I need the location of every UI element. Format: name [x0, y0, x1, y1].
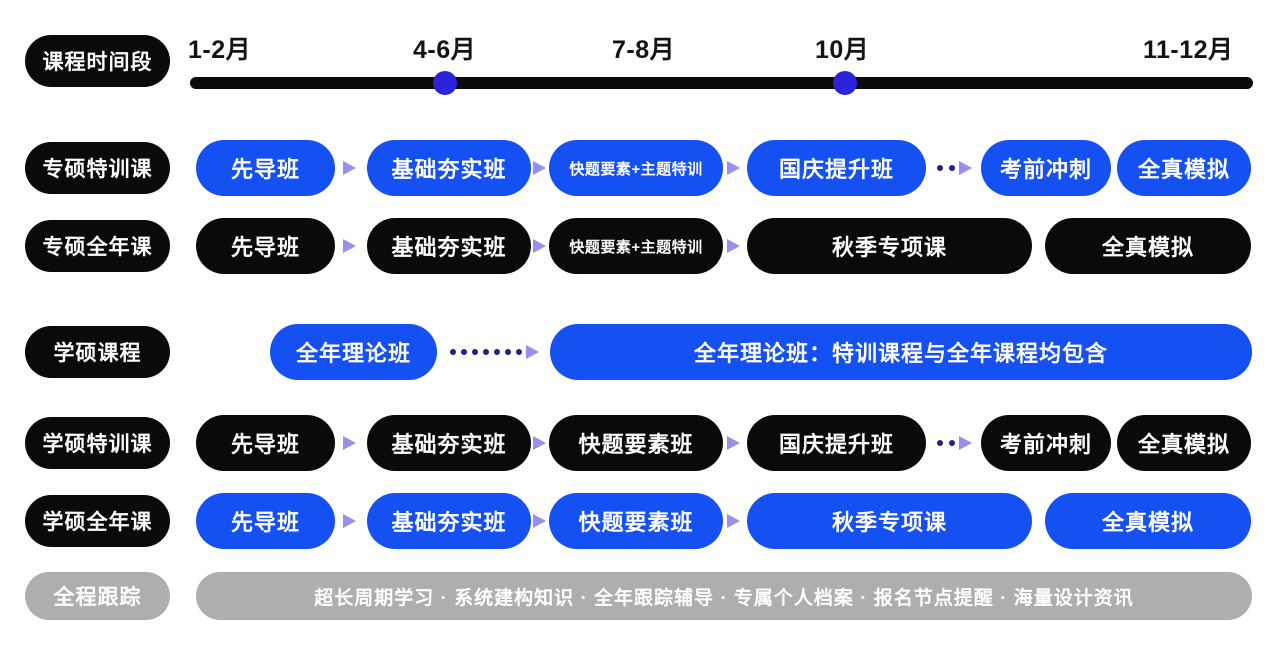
tracking-benefits-bar: 超长周期学习 · 系统建构知识 · 全年跟踪辅导 · 专属个人档案 · 报名节点… — [196, 572, 1252, 620]
dot-separator-icon — [937, 165, 943, 171]
timeline-bar — [190, 77, 1253, 89]
arrow-right-icon — [959, 436, 972, 450]
course-pill: 基础夯实班 — [367, 140, 531, 196]
arrow-right-icon — [343, 239, 356, 253]
course-pill: 快题要素班 — [549, 415, 723, 471]
row-label-pill: 学硕全年课 — [25, 495, 170, 547]
arrow-right-icon — [533, 161, 546, 175]
dotted-connector-icon — [461, 349, 467, 355]
month-label: 1-2月 — [188, 36, 252, 64]
course-pill: 先导班 — [196, 493, 335, 549]
arrow-right-icon — [343, 514, 356, 528]
course-pill: 全真模拟 — [1117, 140, 1251, 196]
arrow-right-icon — [533, 239, 546, 253]
course-pill: 快题要素+主题特训 — [549, 140, 723, 196]
arrow-right-icon — [727, 436, 740, 450]
month-label: 4-6月 — [413, 36, 477, 64]
dotted-connector-icon — [472, 349, 478, 355]
course-pill: 基础夯实班 — [367, 415, 531, 471]
course-pill: 基础夯实班 — [367, 493, 531, 549]
dot-separator-icon — [937, 440, 943, 446]
arrow-right-icon — [343, 161, 356, 175]
course-pill: 先导班 — [196, 140, 335, 196]
row-prof-master-intensive: 专硕特训课 先导班 基础夯实班 快题要素+主题特训 国庆提升班 考前冲刺 全真模… — [0, 140, 1280, 196]
course-pill: 秋季专项课 — [747, 218, 1032, 274]
course-pill: 考前冲刺 — [981, 415, 1111, 471]
timeline-dot — [833, 71, 857, 95]
month-label: 10月 — [815, 36, 870, 64]
arrow-right-icon — [727, 161, 740, 175]
row-label-pill: 专硕全年课 — [25, 220, 170, 272]
row-prof-master-annual: 专硕全年课 先导班 基础夯实班 快题要素+主题特训 秋季专项课 全真模拟 — [0, 218, 1280, 274]
course-pill: 全年理论班 — [270, 324, 437, 380]
course-pill: 国庆提升班 — [747, 415, 926, 471]
arrow-right-icon — [727, 514, 740, 528]
arrow-right-icon — [343, 436, 356, 450]
timeline-dot — [433, 71, 457, 95]
course-pill: 快题要素班 — [549, 493, 723, 549]
month-label: 7-8月 — [612, 36, 676, 64]
row-academic-master-annual: 学硕全年课 先导班 基础夯实班 快题要素班 秋季专项课 全真模拟 — [0, 493, 1280, 549]
row-label-pill: 全程跟踪 — [25, 572, 170, 620]
course-pill: 秋季专项课 — [747, 493, 1032, 549]
course-pill: 全年理论班：特训课程与全年课程均包含 — [550, 324, 1252, 380]
dotted-connector-icon — [516, 349, 522, 355]
dotted-connector-icon — [483, 349, 489, 355]
row-label-pill: 学硕特训课 — [25, 417, 170, 469]
arrow-right-icon — [727, 239, 740, 253]
course-pill: 全真模拟 — [1045, 493, 1251, 549]
row-label-pill: 学硕课程 — [25, 326, 170, 378]
course-pill: 先导班 — [196, 218, 335, 274]
course-pill: 考前冲刺 — [981, 140, 1111, 196]
timeline-row: 课程时间段 1-2月 4-6月 7-8月 10月 11-12月 — [0, 30, 1280, 100]
dotted-connector-icon — [505, 349, 511, 355]
course-pill: 快题要素+主题特训 — [549, 218, 723, 274]
dot-separator-icon — [949, 440, 955, 446]
month-label: 11-12月 — [1143, 36, 1234, 64]
arrow-right-icon — [959, 161, 972, 175]
dot-separator-icon — [949, 165, 955, 171]
row-academic-master-intensive: 学硕特训课 先导班 基础夯实班 快题要素班 国庆提升班 考前冲刺 全真模拟 — [0, 415, 1280, 471]
course-pill: 全真模拟 — [1117, 415, 1251, 471]
arrow-right-icon — [533, 436, 546, 450]
course-pill: 先导班 — [196, 415, 335, 471]
course-pill: 基础夯实班 — [367, 218, 531, 274]
dotted-connector-icon — [450, 349, 456, 355]
arrow-right-icon — [526, 345, 539, 359]
course-pill: 国庆提升班 — [747, 140, 926, 196]
dotted-connector-icon — [494, 349, 500, 355]
arrow-right-icon — [533, 514, 546, 528]
course-pill: 全真模拟 — [1045, 218, 1251, 274]
row-label-pill: 课程时间段 — [25, 35, 170, 87]
row-label-pill: 专硕特训课 — [25, 142, 170, 194]
row-academic-master-courses: 学硕课程 全年理论班 全年理论班：特训课程与全年课程均包含 — [0, 324, 1280, 380]
row-full-tracking: 全程跟踪 超长周期学习 · 系统建构知识 · 全年跟踪辅导 · 专属个人档案 ·… — [0, 572, 1280, 620]
